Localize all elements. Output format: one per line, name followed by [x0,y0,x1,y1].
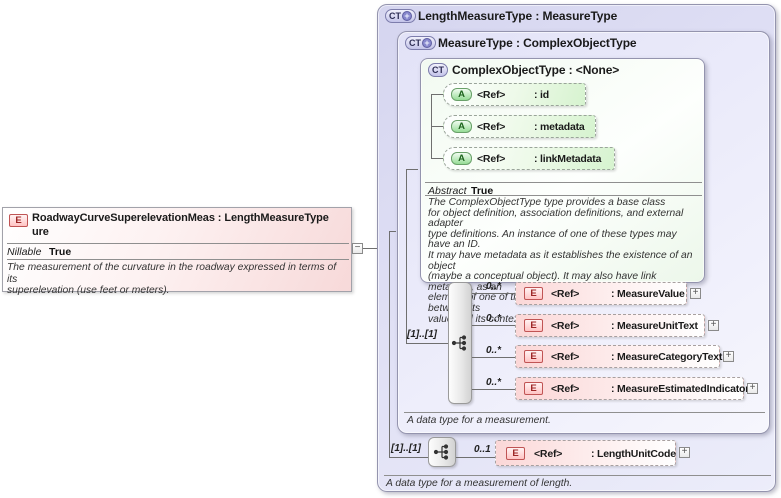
sequence-icon [428,437,456,467]
element-ref-measureunittext[interactable]: E <Ref> : MeasureUnitText [515,314,705,337]
complextype-icon: CT + [405,36,436,50]
attribute-ref-label: <Ref> [477,121,506,133]
abstract-label: Abstract [428,185,467,197]
element-card-roadway-curve-superelevation-measure: E RoadwayCurveSuperelevationMeas : Lengt… [2,207,352,296]
element-ref-label: <Ref> [534,448,563,460]
element-e-icon: E [524,319,543,332]
element-name: : LengthUnitCode [591,448,676,460]
element-ref-label: <Ref> [551,320,580,332]
element-e-icon: E [506,447,525,460]
element-e-icon: E [524,382,543,395]
connector-line [472,293,515,294]
element-name: : MeasureUnitText [611,320,698,332]
connector-line [472,325,515,326]
attribute-ref-linkmetadata[interactable]: A <Ref> : linkMetadata [443,147,615,170]
occurrence-label: 0..* [486,313,502,324]
element-ref-label: <Ref> [551,351,580,363]
nillable-value: True [49,246,72,258]
attribute-ref-label: <Ref> [477,89,506,101]
plus-circle-icon: + [402,11,412,21]
connector-line [406,169,418,170]
element-ref-measureestimatedindicator[interactable]: E <Ref> : MeasureEstimatedIndicator [515,377,749,400]
attribute-name: : linkMetadata [534,153,602,165]
element-ref-label: <Ref> [551,288,580,300]
connector-rail [406,169,407,344]
divider [7,259,349,260]
type-title-measuretype: MeasureType : ComplexObjectType [438,36,637,50]
plus-circle-icon: + [422,38,432,48]
complextype-icon: CT [428,63,448,77]
ct-icon-label: CT [409,38,421,48]
connector-line [472,357,515,358]
expand-button[interactable]: + [679,447,690,458]
connector-line [406,343,448,344]
expand-button[interactable]: + [747,383,758,394]
divider [384,475,771,476]
element-title: RoadwayCurveSuperelevationMeas : LengthM… [32,212,329,238]
occurrence-label: [1]..[1] [407,329,437,340]
attribute-a-icon: A [451,88,472,101]
ct-icon-label: CT [432,65,444,75]
connector-line [431,126,443,127]
element-ref-measurecategorytext[interactable]: E <Ref> : MeasureCategoryText [515,345,723,368]
type-footer-doc: A data type for a measurement. [407,415,551,426]
type-title-complexobjecttype: ComplexObjectType : <None> [452,63,620,77]
connector-line [456,457,495,458]
type-card-complexobjecttype: CT ComplexObjectType : <None> A <Ref> : … [420,58,705,324]
sequence-icon [448,282,472,404]
element-e-icon: E [9,214,28,227]
element-e-icon: E [524,287,543,300]
element-ref-measurevalue[interactable]: E <Ref> : MeasureValue [515,282,687,305]
connector-line [389,231,396,232]
divider [404,412,765,413]
connector-line [389,457,428,458]
element-ref-lengthunitcode[interactable]: E <Ref> : LengthUnitCode [495,440,676,466]
element-ref-label: <Ref> [551,383,580,395]
element-name: : MeasureCategoryText [611,351,723,363]
connector-line [431,94,443,95]
occurrence-label: 0..* [486,345,502,356]
sequence-glyph [433,444,449,460]
expand-button[interactable]: + [690,288,701,299]
type-footer-doc: A data type for a measurement of length. [386,478,573,489]
connector-line [431,158,443,159]
divider [425,182,702,183]
occurrence-label: 0..1 [474,444,491,455]
divider [425,195,702,196]
abstract-value: True [471,185,494,197]
occurrence-label: [1]..[1] [391,443,421,454]
attribute-ref-label: <Ref> [477,153,506,165]
connector-rail [389,231,390,458]
element-description: The measurement of the curvature in the … [7,262,337,297]
divider [7,243,349,244]
type-card-lengthmeasuretype: CT + LengthMeasureType : MeasureType A d… [377,4,776,492]
complextype-icon: CT + [385,9,416,23]
connector-line [472,389,515,390]
element-name: : MeasureValue [611,288,685,300]
attribute-name: : id [534,89,549,101]
expand-button[interactable]: + [723,351,734,362]
collapse-button[interactable]: − [352,243,363,254]
element-name: : MeasureEstimatedIndicator [611,383,750,395]
nillable-label: Nillable [7,246,42,258]
occurrence-label: 0..* [486,281,502,292]
sequence-glyph [451,335,467,351]
ct-icon-label: CT [389,11,401,21]
attribute-ref-id[interactable]: A <Ref> : id [443,83,586,106]
attribute-ref-metadata[interactable]: A <Ref> : metadata [443,115,596,138]
occurrence-label: 0..* [486,377,502,388]
attribute-name: : metadata [534,121,585,133]
attribute-a-icon: A [451,152,472,165]
attribute-a-icon: A [451,120,472,133]
expand-button[interactable]: + [708,320,719,331]
element-e-icon: E [524,350,543,363]
type-title-lengthmeasuretype: LengthMeasureType : MeasureType [418,9,618,23]
